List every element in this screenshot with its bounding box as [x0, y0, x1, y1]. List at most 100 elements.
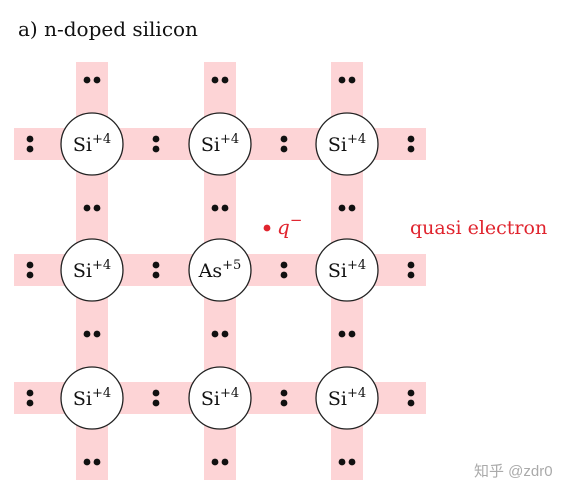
- electron-dot: [407, 271, 415, 279]
- free-charge-label: q−: [277, 211, 302, 239]
- atom-symbol: Si: [201, 134, 220, 156]
- electron-pair: [83, 458, 101, 466]
- electron-dot: [407, 135, 415, 143]
- atom-si: Si+4: [60, 112, 124, 176]
- atom-si: Si+4: [315, 366, 379, 430]
- electron-dot: [280, 261, 288, 269]
- atom-charge: +4: [220, 132, 239, 147]
- electron-dot: [93, 330, 101, 338]
- atom-charge: +4: [92, 132, 111, 147]
- electron-dot: [211, 204, 219, 212]
- atom-si: Si+4: [60, 366, 124, 430]
- electron-dot: [83, 330, 91, 338]
- atom-symbol: Si: [328, 388, 347, 410]
- electron-pair: [211, 458, 229, 466]
- electron-dot: [152, 261, 160, 269]
- electron-dot: [152, 389, 160, 397]
- electron-pair: [280, 135, 288, 153]
- atom-as: As+5: [188, 238, 252, 302]
- electron-pair: [83, 204, 101, 212]
- atom-symbol: Si: [328, 134, 347, 156]
- electron-dot: [348, 330, 356, 338]
- atom-core: [60, 366, 124, 430]
- electron-dot: [83, 76, 91, 84]
- atom-si: Si+4: [188, 112, 252, 176]
- atom-charge: +4: [347, 132, 366, 147]
- electron-dot: [348, 204, 356, 212]
- atom-symbol: Si: [73, 388, 92, 410]
- atom-symbol: Si: [201, 388, 220, 410]
- electron-dot: [152, 271, 160, 279]
- watermark-text: 知乎 @zdr0: [474, 463, 553, 480]
- electron-pair: [26, 261, 34, 279]
- electron-pair: [211, 330, 229, 338]
- atom-core: [315, 238, 379, 302]
- electron-dot: [221, 458, 229, 466]
- atom-charge: +5: [222, 258, 241, 273]
- atom-charge: +4: [220, 386, 239, 401]
- atom-core: [188, 238, 252, 302]
- atom-charge: +4: [347, 258, 366, 273]
- electron-pair: [211, 204, 229, 212]
- atom-si: Si+4: [188, 366, 252, 430]
- electron-pair: [83, 76, 101, 84]
- free-charge-layer: q−quasi electron: [263, 211, 547, 239]
- electron-dot: [152, 145, 160, 153]
- electron-dot: [83, 458, 91, 466]
- electron-dot: [221, 76, 229, 84]
- electron-dot: [93, 458, 101, 466]
- atom-charge: +4: [92, 386, 111, 401]
- electron-dot: [152, 399, 160, 407]
- atom-si: Si+4: [315, 238, 379, 302]
- electron-pair: [407, 389, 415, 407]
- electron-dot: [280, 399, 288, 407]
- atom-label: Si+4: [201, 132, 239, 156]
- electron-dot: [407, 261, 415, 269]
- electron-dot: [93, 204, 101, 212]
- electron-dot: [211, 330, 219, 338]
- electron-dot: [338, 330, 346, 338]
- electron-dot: [26, 261, 34, 269]
- electron-dot: [280, 271, 288, 279]
- electron-dot: [280, 145, 288, 153]
- atom-charge: +4: [92, 258, 111, 273]
- electron-dot: [348, 76, 356, 84]
- electron-dot: [26, 145, 34, 153]
- atom-core: [315, 112, 379, 176]
- atom-symbol: Si: [328, 260, 347, 282]
- electron-dot: [152, 135, 160, 143]
- free-electron-dot: [263, 224, 271, 232]
- electron-dot: [407, 145, 415, 153]
- electron-pair: [407, 261, 415, 279]
- electron-dot: [407, 389, 415, 397]
- electron-dot: [280, 135, 288, 143]
- electron-pair: [83, 330, 101, 338]
- electron-dot: [221, 204, 229, 212]
- electron-dot: [83, 204, 91, 212]
- atom-symbol: As: [198, 260, 222, 282]
- atom-label: Si+4: [73, 258, 111, 282]
- atom-symbol: Si: [73, 260, 92, 282]
- electron-dot: [26, 135, 34, 143]
- atom-charge: +4: [347, 386, 366, 401]
- electron-pair: [152, 389, 160, 407]
- electron-dot: [211, 458, 219, 466]
- free-charge-symbol: q: [277, 215, 290, 239]
- electron-dot: [26, 271, 34, 279]
- atom-label: As+5: [198, 258, 242, 282]
- electron-dot: [338, 76, 346, 84]
- atom-label: Si+4: [201, 386, 239, 410]
- electron-pair: [338, 204, 356, 212]
- electron-dot: [280, 389, 288, 397]
- electron-pair: [152, 135, 160, 153]
- diagram-title: a) n-doped silicon: [18, 17, 198, 41]
- electron-dot: [338, 204, 346, 212]
- electron-pair: [280, 389, 288, 407]
- electron-pair: [407, 135, 415, 153]
- atom-label: Si+4: [73, 132, 111, 156]
- atom-label: Si+4: [328, 132, 366, 156]
- electron-dot: [348, 458, 356, 466]
- electron-pair: [26, 135, 34, 153]
